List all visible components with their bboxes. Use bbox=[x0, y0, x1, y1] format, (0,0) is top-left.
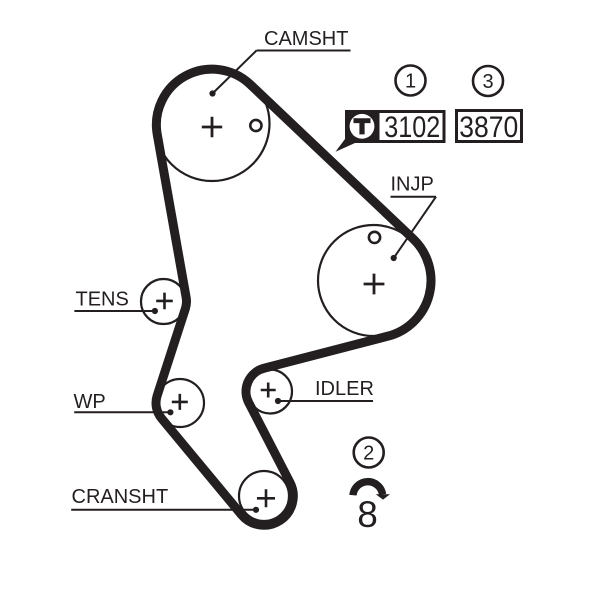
svg-text:3870: 3870 bbox=[459, 111, 518, 144]
svg-text:WP: WP bbox=[74, 391, 106, 413]
svg-text:2: 2 bbox=[363, 443, 374, 465]
svg-text:TENS: TENS bbox=[76, 289, 129, 311]
svg-text:3102: 3102 bbox=[384, 111, 440, 144]
svg-text:8: 8 bbox=[357, 494, 378, 535]
svg-text:1: 1 bbox=[405, 71, 416, 93]
svg-text:IDLER: IDLER bbox=[315, 378, 374, 400]
svg-text:3: 3 bbox=[482, 71, 493, 93]
svg-text:CRANSHT: CRANSHT bbox=[72, 486, 169, 508]
svg-text:CAMSHT: CAMSHT bbox=[264, 28, 348, 50]
svg-text:INJP: INJP bbox=[391, 174, 434, 196]
